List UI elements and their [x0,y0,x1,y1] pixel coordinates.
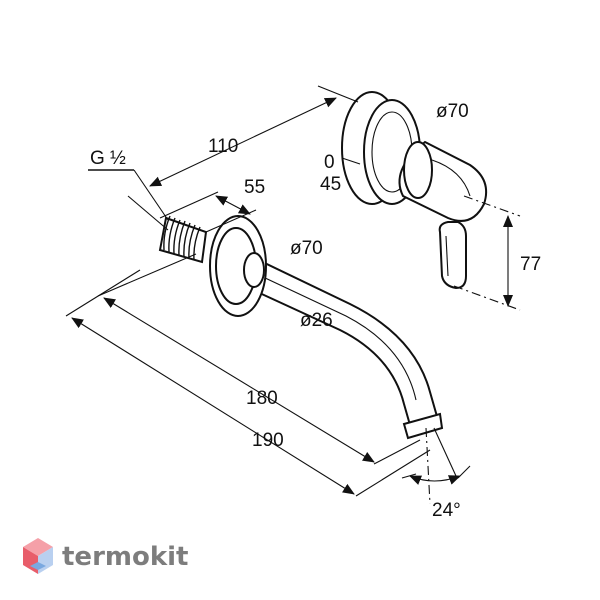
rosette-lever-label: ø70 [436,101,469,122]
total-reach-label: 190 [252,430,284,451]
adjust-max-label: 45 [320,174,341,195]
spout-reach-label: 180 [246,388,278,409]
wall-to-lever-label: 110 [208,136,238,157]
lever-assembly [341,91,488,290]
pipe-diameter-label: ø26 [300,310,333,331]
thread-label: G ½ [90,148,126,169]
lever-height-label: 77 [520,254,541,275]
spout-outlet [402,412,444,440]
rosette-spout-label: ø70 [290,238,323,259]
lever-handle [438,221,467,290]
spout-angle-label: 24° [432,500,461,521]
adjust-min-label: 0 [324,152,335,173]
thread-length-label: 55 [244,177,265,198]
brand-logo: termokit [23,538,188,574]
brand-hexagon-icon [23,538,53,574]
brand-name: termokit [62,542,188,572]
